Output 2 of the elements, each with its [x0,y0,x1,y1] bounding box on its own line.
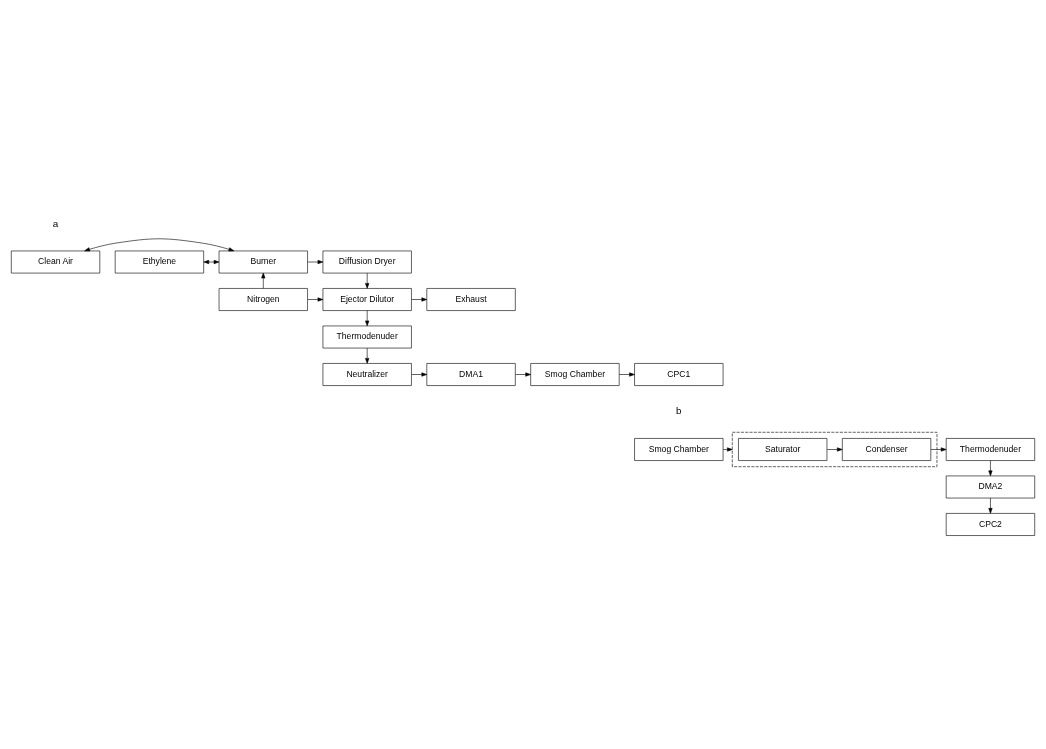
label: a [52,217,59,229]
label: b [676,405,682,417]
